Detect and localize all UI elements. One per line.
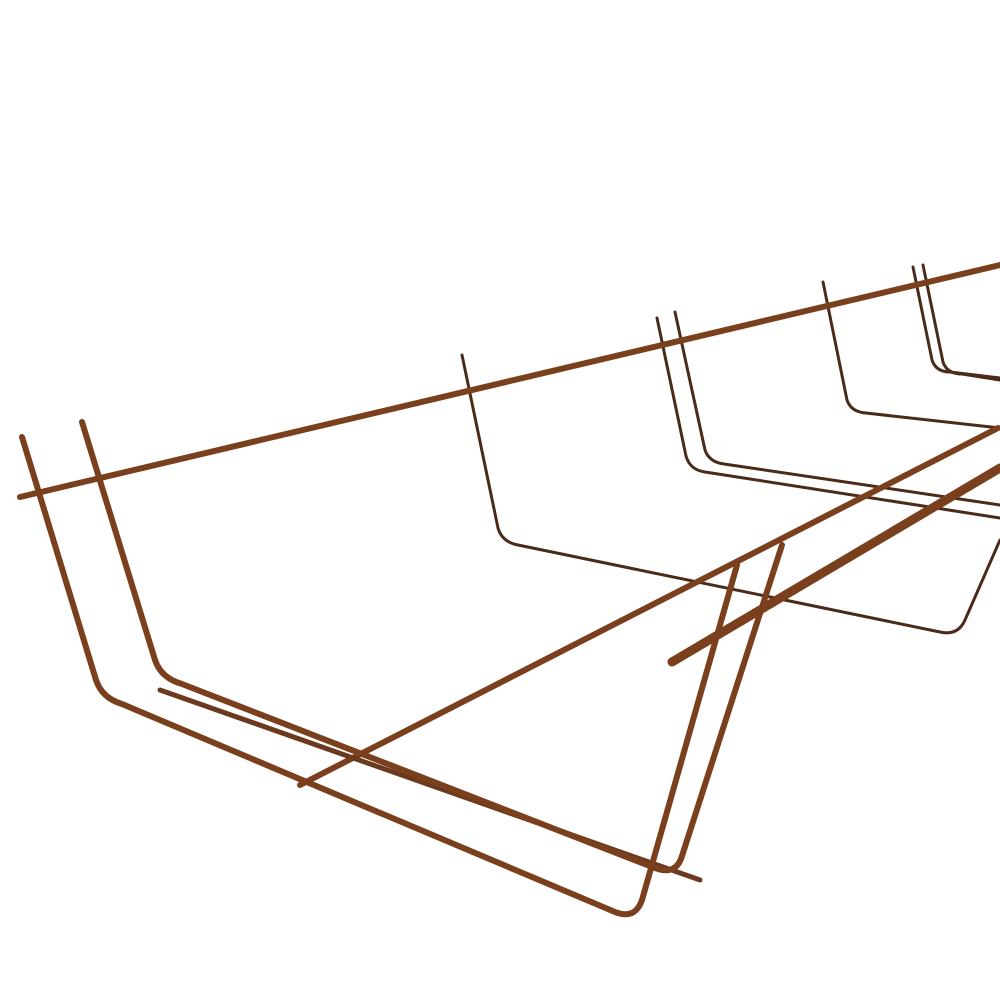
- stirrup-3b: [673, 310, 1000, 507]
- stirrup-3a: [655, 316, 1000, 520]
- front-stirrups: [19, 419, 785, 918]
- bottom-rod-right: [667, 463, 1000, 667]
- stirrup-5b: [921, 263, 1000, 382]
- stirrup-1-outer: [19, 434, 740, 918]
- bottom-rod-left: [297, 425, 1000, 788]
- stirrup-1-inner: [79, 419, 785, 874]
- stirrup-4: [821, 280, 1000, 430]
- top-rod: [17, 262, 1000, 500]
